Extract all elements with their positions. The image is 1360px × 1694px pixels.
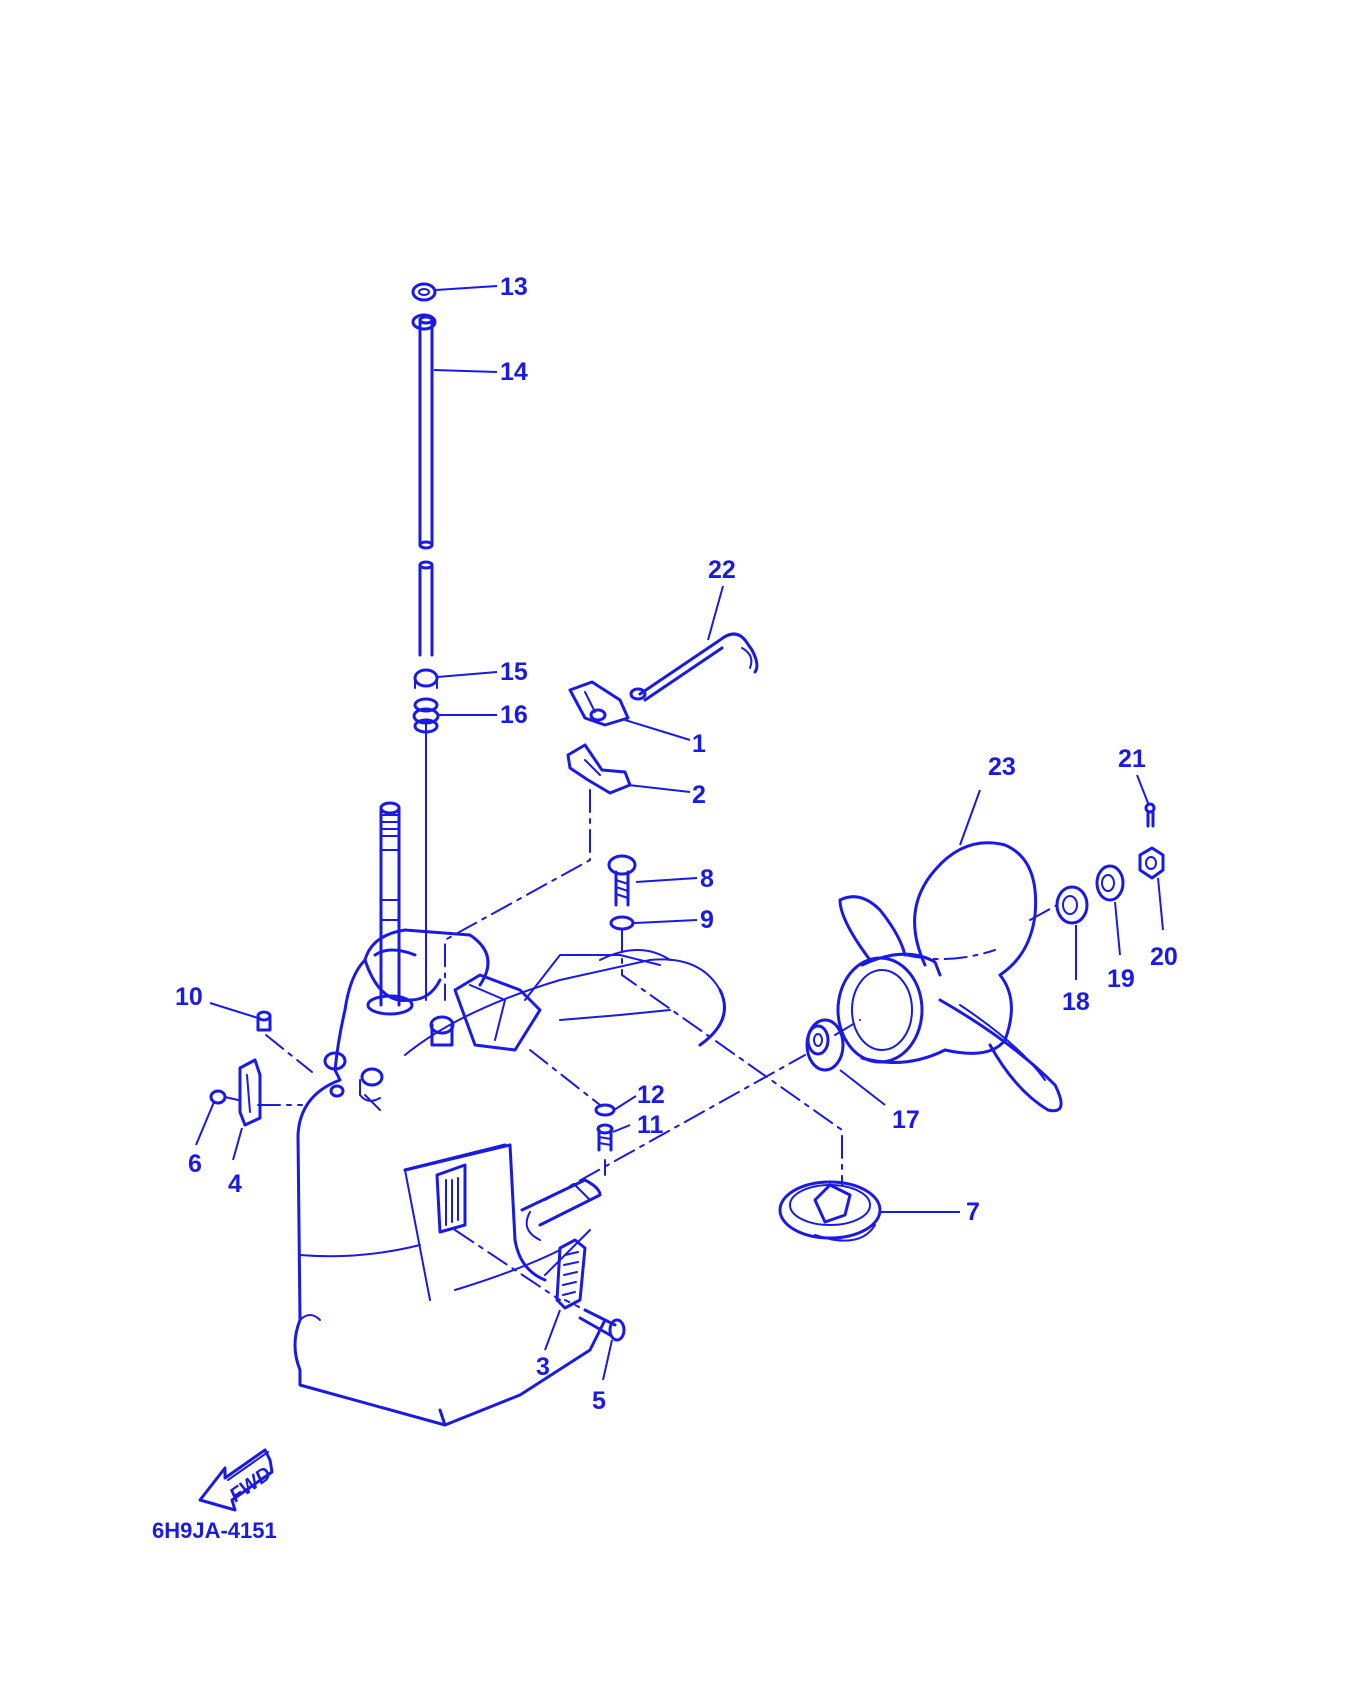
- washer-9: [609, 915, 635, 931]
- label-15: 15: [500, 658, 528, 686]
- label-16: 16: [500, 701, 528, 729]
- bracket-1: [568, 680, 630, 727]
- label-2: 2: [692, 781, 706, 809]
- label-1: 1: [692, 730, 706, 758]
- label-22: 22: [708, 556, 736, 584]
- label-19: 19: [1107, 965, 1135, 993]
- label-3: 3: [536, 1353, 550, 1381]
- label-10: 10: [175, 983, 203, 1011]
- assembly-lines: [257, 789, 1058, 1301]
- water-tube-14: [418, 315, 434, 1001]
- label-7: 7: [966, 1198, 980, 1226]
- cover-7: [778, 1180, 882, 1242]
- fwd-label: FWD: [226, 1463, 276, 1507]
- anode-4: [238, 1058, 262, 1127]
- label-14: 14: [500, 358, 528, 386]
- label-13: 13: [500, 273, 528, 301]
- screw-11: [596, 1123, 614, 1152]
- shift-rod-22: [629, 632, 759, 702]
- gasket-12: [594, 1103, 616, 1117]
- cotter-pin-21: [1144, 802, 1156, 828]
- lower-unit-housing: [293, 928, 726, 1427]
- label-20: 20: [1150, 943, 1178, 971]
- nut-20: [1138, 846, 1165, 880]
- fwd-arrow-icon: FWD: [198, 1448, 276, 1512]
- label-4: 4: [228, 1170, 242, 1198]
- label-9: 9: [700, 906, 714, 934]
- label-17: 17: [892, 1106, 920, 1134]
- spacer-17: [805, 1018, 845, 1072]
- spacer-19: [1095, 864, 1125, 902]
- washer-18: [1055, 885, 1089, 925]
- propeller-23: [836, 841, 1063, 1113]
- plate-2: [566, 743, 632, 795]
- callout-lines: [195, 285, 1164, 1381]
- label-18: 18: [1062, 988, 1090, 1016]
- label-8: 8: [700, 865, 714, 893]
- label-6: 6: [188, 1150, 202, 1178]
- driveshaft: [366, 801, 414, 1016]
- label-11: 11: [637, 1111, 664, 1139]
- grommet-top-14: [411, 313, 437, 331]
- grommet-13: [411, 282, 437, 302]
- part-labels: 13 14 15 16 22 1 2 8 9 10 12 11 6 4 3 5 …: [175, 273, 1178, 1415]
- label-5: 5: [592, 1387, 606, 1415]
- drawing-code: 6H9JA-4151: [152, 1518, 277, 1543]
- label-12: 12: [637, 1081, 665, 1109]
- label-23: 23: [988, 753, 1016, 781]
- bolt-8: [607, 854, 637, 907]
- screw-6: [209, 1089, 239, 1105]
- label-21: 21: [1118, 745, 1146, 773]
- plug-10: [256, 1010, 272, 1032]
- bolt-5: [578, 1308, 626, 1342]
- grommet-15: [413, 668, 439, 689]
- anode-3: [555, 1238, 587, 1310]
